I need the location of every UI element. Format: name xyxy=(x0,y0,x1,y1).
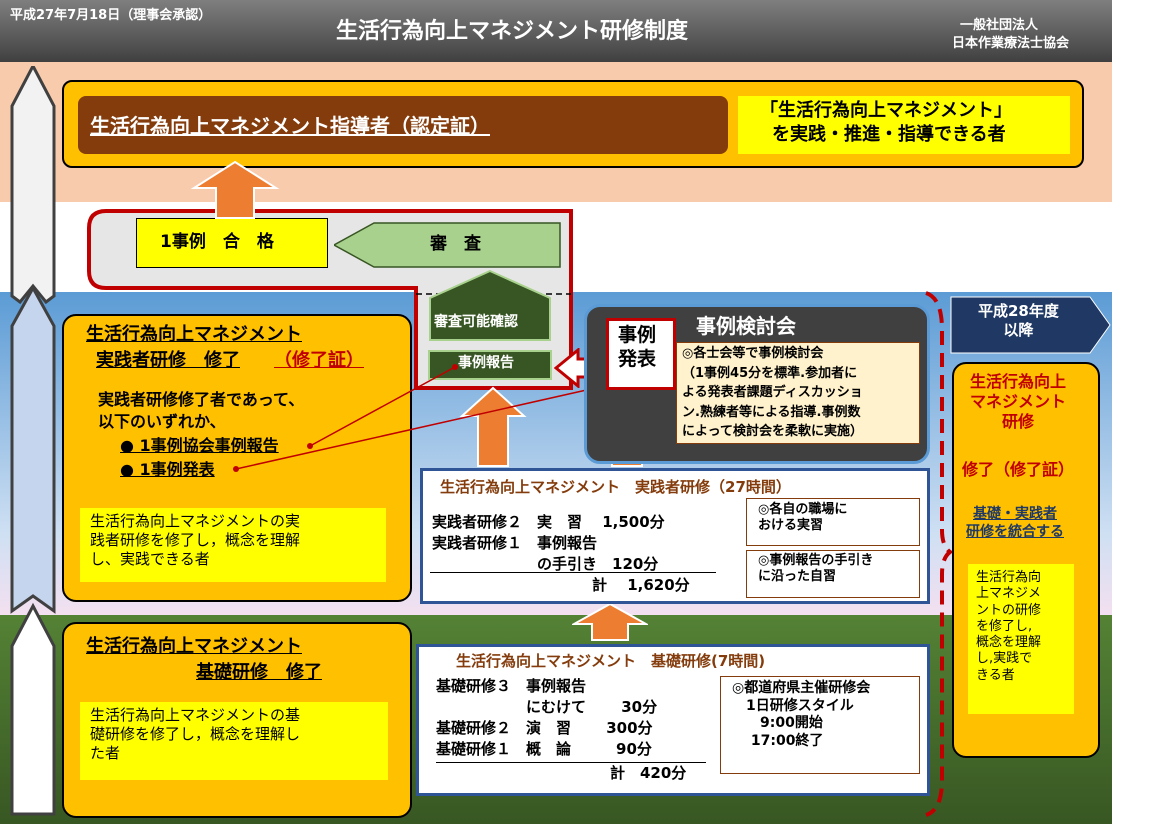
report-label: 事例報告 xyxy=(458,355,514,371)
basic-training-rows: 基礎研修３ 事例報告 にむけて 30分 基礎研修２ 演 習 300分 基礎研修１… xyxy=(436,677,658,758)
future-integrate: 基礎・実践者 研修を統合する xyxy=(966,506,1064,540)
practitioner-done-opt2: ● 1事例発表 xyxy=(120,460,215,479)
report-box xyxy=(428,350,552,380)
basic-training-divider xyxy=(436,762,706,763)
check-label: 審査可能確認 xyxy=(434,314,518,330)
case-present-box xyxy=(606,318,676,390)
basic-note: ◎都道府県主催研修会 1日研修スタイル 9:00開始 17:00終了 xyxy=(732,680,871,749)
leader-desc-box xyxy=(738,96,1070,154)
future-desc-box xyxy=(968,564,1074,714)
practitioner-note1: ◎各自の職場に おける実習 xyxy=(758,502,848,534)
future-title: 生活行為向上 マネジメント 研修 xyxy=(970,372,1067,431)
header-bar xyxy=(0,0,1112,62)
practitioner-done-title2: 実践者研修 修了 xyxy=(96,350,240,371)
future-divider xyxy=(925,291,952,817)
arrow-to-practitioner xyxy=(572,602,648,641)
practitioner-training-total: 計 1,620分 xyxy=(592,576,690,594)
review-label: 審 査 xyxy=(430,234,481,254)
future-label: 平成28年度 以降 xyxy=(978,302,1059,339)
future-cert: 修了（修了証） xyxy=(962,460,1075,479)
basic-training-total: 計 420分 xyxy=(610,764,687,782)
progress-chevron-strip xyxy=(10,66,56,816)
check-pentagon xyxy=(429,270,551,341)
org-line2: 日本作業療法士協会 xyxy=(952,36,1070,51)
case-meeting-desc-box xyxy=(676,342,920,444)
page-title: 生活行為向上マネジメント研修制度 xyxy=(336,19,689,44)
practitioner-training-title: 生活行為向上マネジメント 実践者研修（27時間） xyxy=(440,478,791,496)
practitioner-training-divider xyxy=(430,572,716,573)
practitioner-note2-box xyxy=(746,550,920,598)
leader-desc-line1: 「生活行為向上マネジメント」 xyxy=(760,100,1012,121)
practitioner-done-title1: 生活行為向上マネジメント xyxy=(86,324,302,345)
future-desc: 生活行為向 上マネジメ ントの研修 を修了し, 概念を理解 し,実践で きる者 xyxy=(976,570,1042,683)
practitioner-done-cert: （修了証） xyxy=(274,350,364,371)
leader-desc-line2: を実践・推進・指導できる者 xyxy=(772,124,1006,145)
practitioner-training-rows: 実践者研修２ 実 習 1,500分 実践者研修１ 事例報告 の手引き 120分 xyxy=(432,513,665,573)
practitioner-done-desc: 生活行為向上マネジメントの実 践者研修を修了し，概念を理解 し、実践できる者 xyxy=(90,512,301,568)
leader-title: 生活行為向上マネジメント指導者（認定証） xyxy=(90,114,490,138)
basic-done-desc: 生活行為向上マネジメントの基 礎研修を修了し，概念を理解し た者 xyxy=(90,706,301,762)
leader-title-box xyxy=(78,96,728,154)
practitioner-done-cond2: 以下のいずれか、 xyxy=(98,412,226,431)
practitioner-done-cond1: 実践者研修修了者であって、 xyxy=(98,390,305,409)
basic-done-desc-box xyxy=(80,702,388,780)
org-line1: 一般社団法人 xyxy=(960,18,1039,33)
pass-label: 1事例 合 格 xyxy=(160,232,274,252)
practitioner-done-opt1: ● 1事例協会事例報告 xyxy=(120,436,279,455)
approval-date: 平成27年7月18日（理事会承認） xyxy=(10,8,212,23)
review-arrow xyxy=(334,222,561,268)
basic-done-title2: 基礎研修 修了 xyxy=(196,662,322,683)
basic-training-title: 生活行為向上マネジメント 基礎研修(7時間) xyxy=(456,652,766,670)
case-meeting-desc: ◎各士会等で事例検討会 （1事例45分を標準.参加者に よる発表者課題ディスカッ… xyxy=(682,346,863,439)
future-label-arrow xyxy=(950,296,1111,354)
case-present-label: 事例 発表 xyxy=(618,324,657,370)
arrow-to-leader xyxy=(190,160,280,219)
case-meeting-title: 事例検討会 xyxy=(696,314,796,338)
practitioner-note1-box xyxy=(746,498,920,546)
practitioner-note2: ◎事例報告の手引き に沿った自習 xyxy=(758,553,874,585)
basic-done-title1: 生活行為向上マネジメント xyxy=(86,636,302,657)
basic-note-box xyxy=(720,676,920,774)
pass-box xyxy=(136,218,328,268)
practitioner-done-desc-box xyxy=(80,508,386,582)
